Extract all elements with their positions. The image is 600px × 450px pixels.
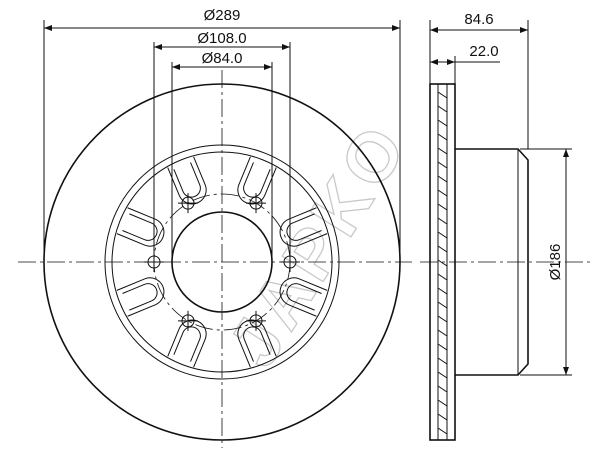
vent-channel xyxy=(437,385,448,393)
dim-disc-thickness: 22.0 xyxy=(469,43,498,60)
vent-channel xyxy=(437,217,448,225)
brand-watermark: JAPKO xyxy=(213,108,424,381)
front-view: Ø289 Ø108.0 Ø84.0 xyxy=(18,7,412,448)
arrowhead xyxy=(154,44,162,50)
dim-outer-diameter: Ø289 xyxy=(204,7,241,24)
vent-channel xyxy=(437,175,448,183)
ventilation-slot xyxy=(237,156,277,205)
dim-hat-diameter: Ø186 xyxy=(547,244,564,281)
vent-channel xyxy=(437,231,448,239)
dim-total-height: 84.6 xyxy=(464,11,493,28)
arrowhead xyxy=(264,64,272,70)
ventilation-slot xyxy=(167,156,207,205)
vent-channel xyxy=(437,259,448,267)
arrowhead xyxy=(430,27,438,33)
vent-channel xyxy=(437,427,448,435)
hat-section xyxy=(455,148,529,376)
vent-channel xyxy=(437,161,448,169)
vent-channel xyxy=(437,119,448,127)
vent-channel xyxy=(437,371,448,379)
dim-bolt-circle-diameter: Ø108.0 xyxy=(197,30,246,47)
bolt-holes xyxy=(144,193,300,331)
side-view: 84.6 22.0 Ø186 xyxy=(420,11,590,441)
vent-channel xyxy=(437,91,448,99)
arrowhead xyxy=(447,59,455,65)
vent-channel xyxy=(437,147,448,155)
vent-channel xyxy=(437,301,448,309)
ventilation-slot xyxy=(167,319,207,368)
dim-center-bore-diameter: Ø84.0 xyxy=(202,50,243,67)
vent-channel xyxy=(437,287,448,295)
arrowhead xyxy=(563,367,569,375)
ventilation-slot xyxy=(116,277,165,317)
arrowhead xyxy=(392,25,400,31)
vent-channel xyxy=(437,133,448,141)
arrowhead xyxy=(44,25,52,31)
ventilation-slot xyxy=(116,207,165,247)
vent-channel xyxy=(437,343,448,351)
ventilation-slot xyxy=(279,207,328,247)
vent-channel xyxy=(437,315,448,323)
arrowhead xyxy=(430,59,438,65)
vent-channel xyxy=(437,273,448,281)
vent-channel xyxy=(437,413,448,421)
arrowhead xyxy=(282,44,290,50)
arrowhead xyxy=(172,64,180,70)
vent-channels xyxy=(437,91,448,435)
vent-channel xyxy=(437,203,448,211)
vent-channel xyxy=(437,105,448,113)
vent-channel xyxy=(437,189,448,197)
friction-ring-side xyxy=(429,83,456,441)
friction-ring-inner-edge xyxy=(104,144,340,380)
vent-channel xyxy=(437,357,448,365)
svg-text:JAPKO: JAPKO xyxy=(213,108,423,379)
ventilation-slot xyxy=(279,277,328,317)
vent-channel xyxy=(437,245,448,253)
vent-channel xyxy=(437,329,448,337)
hub-flange-edge xyxy=(111,151,333,373)
vent-channel xyxy=(437,399,448,407)
arrowhead xyxy=(563,149,569,157)
arrowhead xyxy=(520,27,528,33)
